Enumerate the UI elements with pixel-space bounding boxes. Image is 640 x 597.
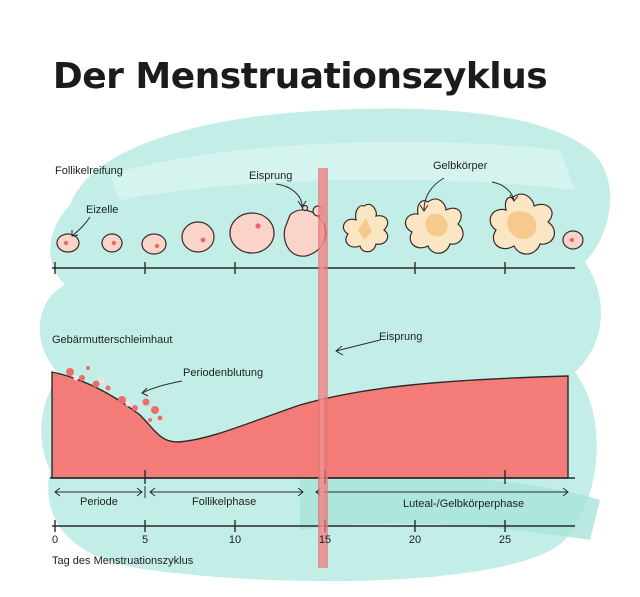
phase-arrows	[54, 486, 569, 498]
corpus-luteum-3	[489, 193, 556, 255]
endometrium-label: Gebärmutterschleimhaut	[52, 334, 173, 346]
day-tick-25: 25	[498, 534, 512, 546]
day-tick-0: 0	[51, 534, 59, 546]
corpus-luteum-2	[404, 198, 464, 254]
ovulation-label-bottom: Eisprung	[379, 331, 423, 343]
day-axis-label: Tag des Menstruationszyklus	[52, 555, 194, 567]
day-tick-10: 10	[228, 534, 242, 546]
follicle-5	[229, 212, 275, 254]
day-tick-20: 20	[408, 534, 422, 546]
phase-label-follicular: Follikelphase	[192, 496, 257, 508]
follicle-maturation-label: Follikelreifung	[55, 165, 123, 177]
corpus-luteum-label: Gelbkörper	[433, 160, 488, 172]
follicles	[56, 193, 584, 257]
follicle-2	[101, 233, 123, 253]
follicle-3	[141, 233, 167, 255]
egg-label: Eizelle	[86, 204, 119, 216]
day-tick-5: 5	[141, 534, 149, 546]
phase-label-luteal: Luteal-/Gelbkörperphase	[403, 498, 525, 510]
bleeding-drops	[66, 366, 163, 422]
follicle-1	[56, 233, 80, 253]
uterine-lining	[51, 366, 569, 479]
period-bleeding-label: Periodenblutung	[183, 367, 264, 379]
annotation-arrows	[71, 177, 519, 397]
follicle-new	[562, 230, 584, 250]
follicle-timeline	[52, 262, 575, 274]
phase-label-period: Periode	[80, 496, 118, 508]
corpus-luteum-1	[342, 203, 389, 253]
ovulation-label-top: Eisprung	[249, 170, 293, 182]
page-title: Der Menstruationszyklus	[52, 56, 548, 97]
follicle-4	[181, 221, 215, 253]
bleeding-drops-pale	[73, 375, 131, 407]
day-tick-15: 15	[318, 534, 332, 546]
ovulation-band	[318, 168, 328, 568]
